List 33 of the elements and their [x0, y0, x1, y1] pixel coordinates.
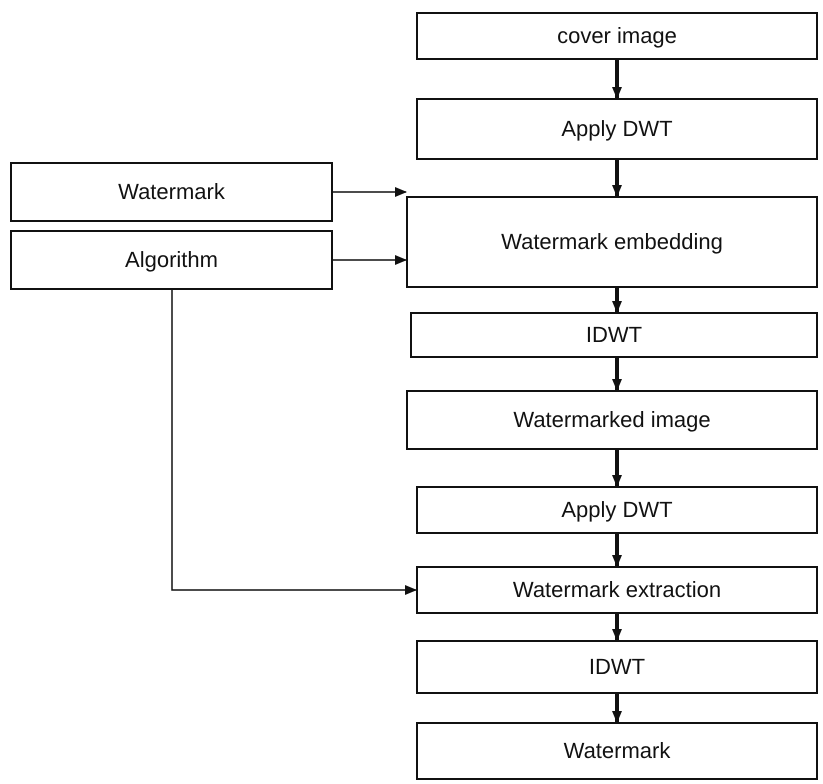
box-label: Watermark extraction: [512, 577, 722, 603]
box-label: Watermark: [564, 738, 670, 764]
process-box: [416, 98, 818, 160]
box-label: Algorithm: [125, 247, 218, 273]
process-box: [416, 640, 818, 694]
process-box: [410, 312, 818, 358]
box-label: Watermark embedding: [501, 229, 723, 255]
arrow: [612, 614, 622, 641]
process-box: [416, 566, 818, 614]
box-label: IDWT: [588, 654, 646, 680]
arrow: [612, 450, 622, 487]
arrow: [612, 160, 622, 197]
arrow: [333, 255, 407, 265]
box-label: Apply DWT: [561, 497, 673, 523]
arrow: [612, 60, 622, 99]
process-box: [406, 390, 818, 450]
process-box: [10, 230, 333, 290]
box-label: Apply DWT: [561, 116, 673, 142]
arrow: [612, 288, 622, 313]
box-label: Watermarked image: [513, 407, 711, 433]
process-box: [416, 722, 818, 780]
process-box: [10, 162, 333, 222]
arrow: [612, 694, 622, 723]
arrow: [333, 187, 407, 197]
process-box: [416, 12, 818, 60]
arrow: [171, 290, 417, 595]
process-box: [406, 196, 818, 288]
process-box: [416, 486, 818, 534]
arrow: [612, 534, 622, 567]
box-label: IDWT: [586, 322, 642, 348]
box-label: cover image: [557, 23, 677, 49]
arrow: [612, 358, 622, 391]
box-label: Watermark: [118, 179, 225, 205]
